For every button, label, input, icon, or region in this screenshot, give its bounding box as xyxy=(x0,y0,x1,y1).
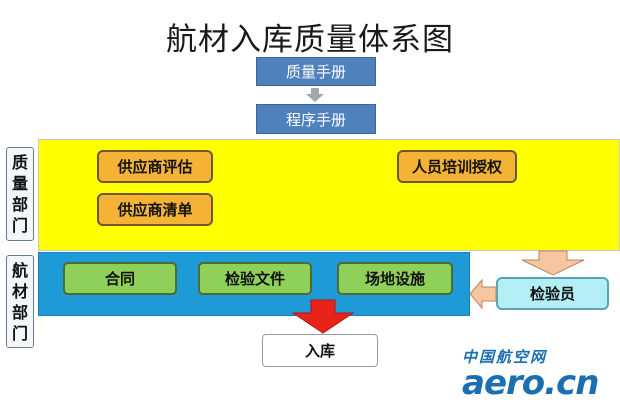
side-char: 航 xyxy=(11,260,28,280)
materials-dept-label: 航 材 部 门 xyxy=(6,255,34,348)
supplier-evaluation-box: 供应商评估 xyxy=(97,150,213,183)
side-char: 部 xyxy=(11,195,28,214)
quality-dept-label: 质 量 部 门 xyxy=(6,147,34,241)
inspection-docs-box: 检验文件 xyxy=(198,262,312,295)
down-arrow-icon xyxy=(521,250,585,276)
quality-manual-box: 质量手册 xyxy=(256,57,376,86)
side-char: 质 xyxy=(11,153,28,172)
personnel-training-box: 人员培训授权 xyxy=(397,150,517,183)
side-char: 部 xyxy=(11,302,28,322)
watermark-logo: 中国航空网 aero.cn xyxy=(462,346,612,403)
down-arrow-icon xyxy=(306,88,324,102)
supplier-list-box: 供应商清单 xyxy=(97,193,213,226)
contract-box: 合同 xyxy=(63,262,177,295)
down-arrow-icon xyxy=(291,299,355,334)
watermark-en: aero.cn xyxy=(462,363,599,403)
warehouse-box: 入库 xyxy=(262,334,378,367)
diagram-title: 航材入库质量体系图 xyxy=(166,22,454,58)
watermark-cn: 中国航空网 xyxy=(462,348,548,366)
left-arrow-icon xyxy=(469,278,497,310)
side-char: 门 xyxy=(11,216,28,235)
procedure-manual-box: 程序手册 xyxy=(256,104,376,134)
inspector-box: 检验员 xyxy=(496,277,609,310)
side-char: 门 xyxy=(11,323,28,343)
side-char: 量 xyxy=(11,174,28,193)
side-char: 材 xyxy=(11,281,28,301)
site-facilities-box: 场地设施 xyxy=(337,262,453,295)
